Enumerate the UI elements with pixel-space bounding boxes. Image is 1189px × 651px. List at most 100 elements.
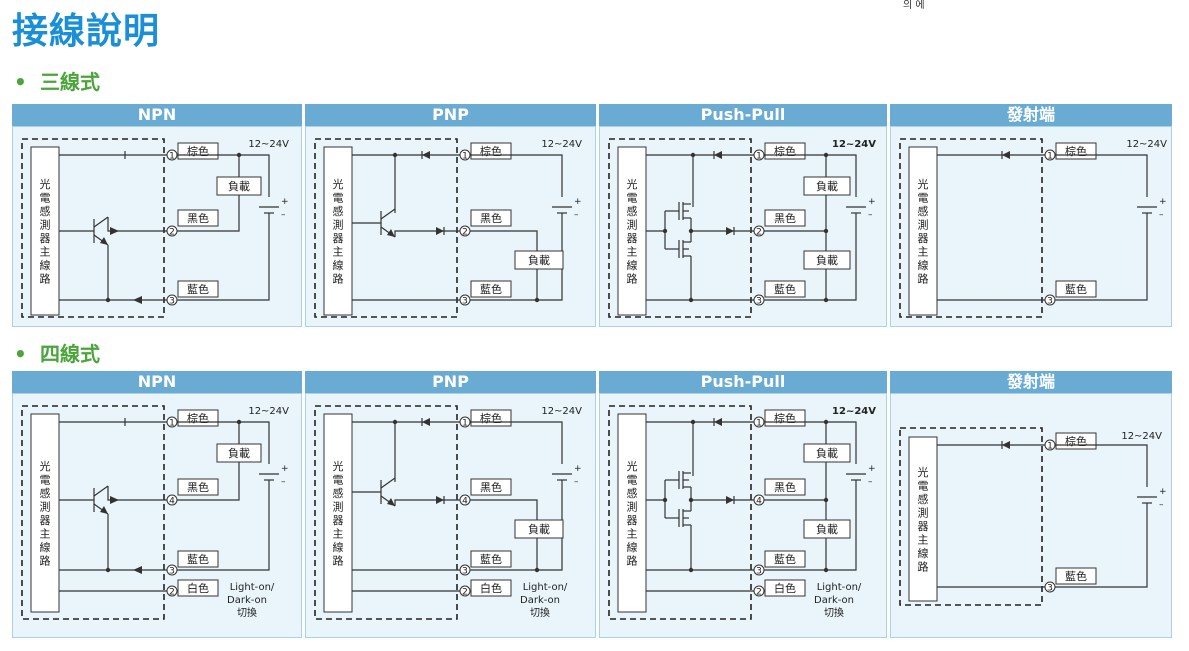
brown-wire-label: 棕色	[187, 411, 209, 425]
load-label: 負載	[228, 447, 250, 460]
sensor-body-char: 感	[40, 205, 51, 218]
sensor-body-char: 光	[333, 177, 344, 191]
blue-wire-box	[470, 280, 512, 298]
voltage-label: 12~24V	[832, 139, 876, 150]
sensor-body	[30, 146, 60, 316]
diode-icon	[436, 496, 444, 504]
sensor-body-char: 電	[918, 192, 929, 205]
battery-minus: –	[868, 477, 873, 487]
voltage-label: 12~24V	[1126, 139, 1167, 150]
header-npn: NPN	[12, 104, 302, 126]
load-label: 負載	[816, 523, 838, 536]
brown-rail	[1055, 154, 1148, 197]
load-label: 負載	[816, 180, 838, 193]
sensor-body-char: 主	[627, 246, 638, 259]
load-label: 負載	[816, 254, 838, 267]
sensor-body-char: 感	[627, 487, 638, 500]
sensor-body	[617, 413, 647, 613]
sensor-body-char: 主	[918, 246, 929, 259]
section-four-wire: •四線式	[14, 338, 100, 367]
pin-1-number: 1	[756, 152, 762, 162]
blue-wire-label: 藍色	[480, 552, 502, 566]
junction-dot	[534, 567, 540, 573]
brown-wire-label: 棕色	[187, 144, 209, 158]
black-wire-box	[470, 478, 512, 496]
transistor-arrow-icon	[100, 237, 108, 245]
sensor-body-char: 測	[918, 218, 929, 232]
voltage-label: 12~24V	[541, 406, 582, 417]
sensor-body-char: 感	[40, 487, 51, 500]
pin-1-number: 1	[1047, 442, 1053, 452]
sensor-body-char: 器	[333, 232, 344, 245]
pin-1-number: 1	[169, 419, 175, 429]
collector-wire	[394, 499, 460, 506]
sensor-body-char: 路	[333, 555, 344, 568]
sensor-body-char: 路	[918, 273, 929, 286]
panel-4w-pnp	[305, 393, 596, 638]
pin-3-number: 3	[462, 567, 468, 577]
sensor-body	[323, 413, 353, 613]
battery-plus: +	[868, 197, 876, 207]
page-title: 接線說明	[12, 11, 161, 52]
sensor-body-char: 主	[40, 528, 51, 541]
black-wire-label: 黑色	[480, 211, 502, 225]
collector-wire	[107, 217, 167, 232]
header-emitter: 發射端	[890, 104, 1172, 126]
pin-1-number: 1	[756, 419, 762, 429]
collector-wire	[107, 486, 167, 501]
load-box	[803, 519, 851, 539]
battery-plus: +	[281, 197, 289, 207]
brown-rail	[177, 154, 270, 197]
pin-2-number: 2	[756, 588, 762, 598]
transistor-arrow-icon	[387, 498, 395, 506]
sensor-body	[617, 146, 647, 316]
sensor-body-char: 器	[918, 232, 929, 245]
load-label: 負載	[228, 180, 250, 193]
sensor-body-char: 測	[333, 218, 344, 232]
sensor-body-char: 感	[333, 205, 344, 218]
sensor-body-char: 光	[918, 177, 929, 191]
sensor-body-char: 線	[627, 258, 638, 272]
load-wire	[177, 462, 240, 501]
diode-icon	[1002, 151, 1010, 159]
mode-label-1: Light-on/	[817, 582, 862, 593]
pin-2-number: 2	[462, 228, 468, 238]
voltage-label: 12~24V	[248, 139, 289, 150]
panel-3w-pushpull	[599, 126, 887, 327]
sensor-body-char: 路	[333, 273, 344, 286]
voltage-label: 12~24V	[1121, 431, 1162, 442]
brown-wire-label: 棕色	[1065, 144, 1087, 158]
blue-rail	[1055, 503, 1148, 588]
pin-4-number: 4	[756, 497, 762, 507]
battery-minus: –	[281, 477, 286, 487]
brown-wire-label: 棕色	[1065, 434, 1087, 448]
sensor-body-char: 電	[627, 474, 638, 487]
pin-3-number: 3	[1047, 297, 1053, 307]
pin-2-number: 2	[756, 228, 762, 238]
mode-label-3: 切換	[237, 607, 257, 619]
brown-rail	[177, 421, 270, 464]
battery-minus: –	[1159, 210, 1164, 220]
battery-minus: –	[281, 210, 286, 220]
sensor-body-char: 測	[40, 218, 51, 232]
blue-wire-label: 藍色	[187, 552, 209, 566]
blue-wire-label: 藍色	[1065, 282, 1087, 296]
header-push-pull: Push-Pull	[599, 104, 887, 126]
black-wire-box	[764, 209, 806, 227]
pin-4-number: 4	[462, 497, 468, 507]
voltage-label: 12~24V	[248, 406, 289, 417]
battery-minus: –	[868, 210, 873, 220]
sensor-body-char: 線	[918, 258, 929, 272]
pin-3-number: 3	[1047, 584, 1053, 594]
black-wire-label: 黑色	[187, 211, 209, 225]
blue-wire-label: 藍色	[1065, 569, 1087, 583]
sensor-boundary	[899, 427, 1043, 606]
load-wire	[177, 195, 240, 232]
sensor-body-char: 感	[918, 493, 929, 506]
panel-3w-npn	[12, 126, 302, 327]
blue-wire-box	[1055, 280, 1097, 298]
panel-3w-pnp	[305, 126, 596, 327]
diode-icon	[714, 418, 722, 426]
bullet-icon: •	[14, 342, 27, 366]
